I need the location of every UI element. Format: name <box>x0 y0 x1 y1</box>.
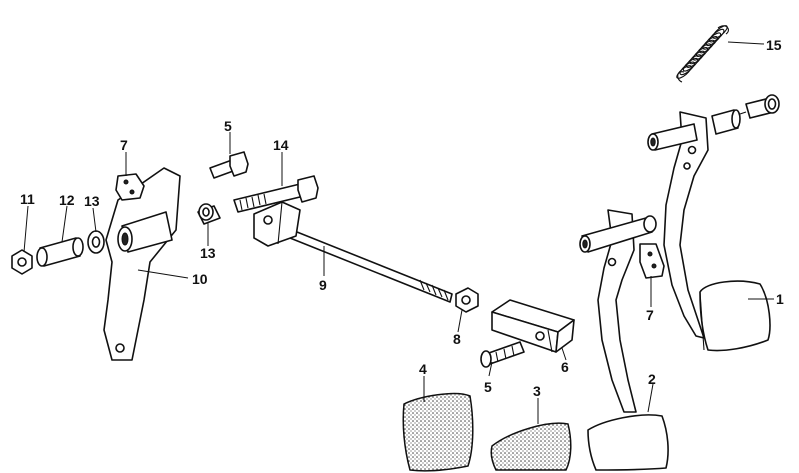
callout-13-mid: 13 <box>200 245 216 261</box>
callout-1: 1 <box>776 291 784 307</box>
pedal-pad-4 <box>402 392 474 472</box>
clevis-6 <box>491 299 575 353</box>
callout-5-lower: 5 <box>484 379 492 395</box>
bolt-5-upper <box>209 151 249 179</box>
callout-2: 2 <box>648 371 656 387</box>
bushing-13-mid <box>197 203 221 225</box>
callout-12: 12 <box>59 192 75 208</box>
washer-13-left <box>87 230 105 254</box>
spring-coil <box>686 54 702 68</box>
spring-coil <box>708 28 725 43</box>
callout-6: 6 <box>561 359 569 375</box>
spring-coil <box>692 46 709 61</box>
callout-4: 4 <box>419 361 427 377</box>
pedal-arm-1 <box>647 94 780 352</box>
nut-11 <box>11 249 33 275</box>
callout-3: 3 <box>533 383 541 399</box>
leader-lines <box>23 41 774 424</box>
spring-coil <box>689 50 705 65</box>
callout-11: 11 <box>20 191 35 207</box>
spring-coil <box>682 57 699 72</box>
pushrod-9 <box>253 201 453 303</box>
callout-15: 15 <box>766 37 782 53</box>
callout-7-right: 7 <box>646 307 654 323</box>
callout-labels: 1 2 3 4 5 5 6 7 7 8 9 10 11 12 13 13 14 … <box>20 37 784 399</box>
spring-coil <box>695 43 712 58</box>
callout-8: 8 <box>453 331 461 347</box>
spring-coil <box>679 61 696 76</box>
pedal-arm-2 <box>579 209 669 471</box>
callout-5-upper: 5 <box>224 118 232 134</box>
lever-bracket-10 <box>103 167 181 361</box>
sleeve-12 <box>36 237 84 267</box>
callout-13-left: 13 <box>84 193 100 209</box>
callout-14: 14 <box>273 137 289 153</box>
callout-10: 10 <box>192 271 208 287</box>
bolt-14 <box>233 175 319 213</box>
spring-coil <box>702 36 718 50</box>
spring-coil <box>712 25 728 39</box>
spring-coil <box>699 39 715 54</box>
return-spring <box>676 25 729 83</box>
callout-7-left: 7 <box>120 137 128 153</box>
callout-9: 9 <box>319 277 327 293</box>
spring-coil <box>705 32 722 47</box>
nut-8 <box>455 287 479 313</box>
bolt-5-lower <box>480 341 525 368</box>
pedal-pad-3 <box>490 422 572 471</box>
